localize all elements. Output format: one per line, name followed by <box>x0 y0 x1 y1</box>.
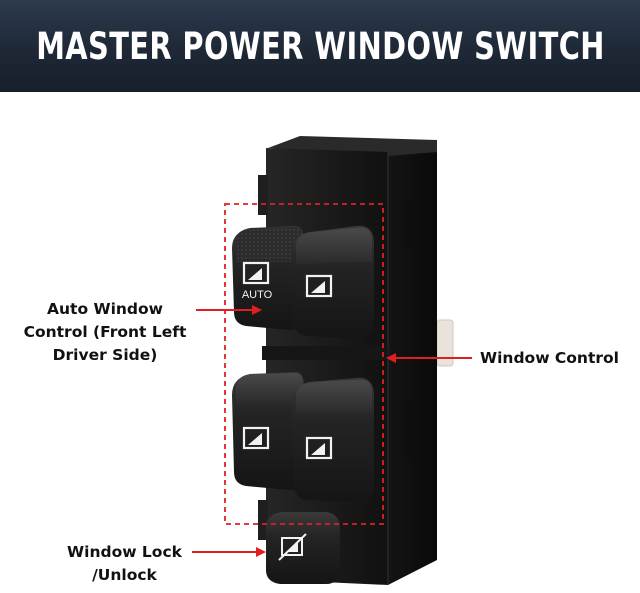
callout-window-lock: Window Lock /Unlock <box>58 541 191 587</box>
window-lock-icon <box>281 537 303 556</box>
housing-rib <box>258 175 268 215</box>
callout-arrow-lock <box>192 547 266 557</box>
window-arrow-icon <box>311 443 325 455</box>
window-control-highlight <box>224 203 384 525</box>
window-lock-button[interactable] <box>266 512 340 584</box>
callout-line: Window Lock <box>67 543 182 561</box>
window-arrow-icon <box>305 274 333 298</box>
housing-slot <box>404 200 414 250</box>
housing-side <box>388 148 437 585</box>
window-arrow-icon <box>311 281 325 293</box>
housing-rib <box>258 500 268 540</box>
product-photo: AUTO <box>192 136 472 585</box>
housing-slot <box>404 400 414 460</box>
callout-line: /Unlock <box>92 566 157 584</box>
switch-rear-right[interactable] <box>292 377 374 502</box>
switch-front-left-auto[interactable]: AUTO <box>232 226 304 330</box>
callout-window-control: Window Control <box>480 349 619 367</box>
callout-line: Control (Front Left <box>23 323 187 341</box>
auto-label: AUTO <box>242 289 273 301</box>
title-banner: MASTER POWER WINDOW SWITCH <box>0 0 640 92</box>
window-arrow-icon <box>248 433 262 445</box>
callout-line: Driver Side) <box>52 346 158 364</box>
window-arrow-icon <box>242 426 270 450</box>
window-arrow-icon <box>248 268 262 280</box>
window-arrow-icon <box>305 436 333 460</box>
callout-arrow-window-control <box>386 353 472 363</box>
switch-rear-left[interactable] <box>232 372 304 490</box>
callout-line: Auto Window <box>47 300 163 318</box>
switch-front-right[interactable] <box>292 225 374 338</box>
banner-title: MASTER POWER WINDOW SWITCH <box>35 24 605 68</box>
window-arrow-icon <box>242 261 270 285</box>
callout-arrow-auto <box>196 305 262 315</box>
callout-auto-window-control: Auto Window Control (Front Left Driver S… <box>14 298 196 367</box>
switch-divider <box>262 346 388 360</box>
window-lock-icon <box>278 533 307 561</box>
housing-top <box>268 136 437 156</box>
connector-clip <box>436 319 454 367</box>
